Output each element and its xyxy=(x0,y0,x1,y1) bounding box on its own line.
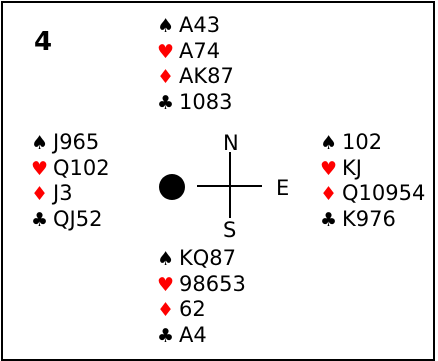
south-clubs: A4 xyxy=(179,322,207,347)
west-hearts-line: ♥Q102 xyxy=(31,156,110,182)
north-hearts-line: ♥A74 xyxy=(157,39,234,65)
north-spades-line: ♠A43 xyxy=(157,13,234,39)
heart-icon: ♥ xyxy=(31,157,49,180)
north-hand: ♠A43 ♥A74 ♦AK87 ♣1083 xyxy=(157,13,234,115)
west-hearts: Q102 xyxy=(53,155,110,180)
south-hand: ♠KQ87 ♥98653 ♦62 ♣A4 xyxy=(157,246,246,348)
club-icon: ♣ xyxy=(320,208,338,231)
north-clubs: 1083 xyxy=(179,89,233,114)
west-clubs-line: ♣QJ52 xyxy=(31,207,110,233)
spade-icon: ♠ xyxy=(157,248,175,270)
club-icon: ♣ xyxy=(157,91,175,114)
south-spades-line: ♠KQ87 xyxy=(157,246,246,272)
east-diamonds: Q10954 xyxy=(342,181,426,205)
south-hearts: 98653 xyxy=(179,271,246,296)
east-spades: 102 xyxy=(342,130,383,154)
west-spades: J965 xyxy=(53,130,100,154)
east-hearts-line: ♥KJ xyxy=(320,156,425,182)
club-icon: ♣ xyxy=(31,208,49,231)
north-clubs-line: ♣1083 xyxy=(157,90,234,116)
club-icon: ♣ xyxy=(157,324,175,347)
diamond-icon: ♦ xyxy=(157,299,175,321)
diamond-icon: ♦ xyxy=(31,183,49,205)
east-clubs-line: ♣K976 xyxy=(320,207,425,233)
compass-north-label: N xyxy=(223,131,239,155)
west-diamonds: J3 xyxy=(53,181,73,205)
east-clubs: K976 xyxy=(342,206,396,231)
west-spades-line: ♠J965 xyxy=(31,130,110,156)
diamond-icon: ♦ xyxy=(320,183,338,205)
north-hearts: A74 xyxy=(179,38,221,63)
compass-east-label: E xyxy=(276,176,290,200)
south-spades: KQ87 xyxy=(179,246,237,270)
dealer-dot-icon xyxy=(159,174,185,200)
east-hearts: KJ xyxy=(342,155,362,180)
north-spades: A43 xyxy=(179,13,221,37)
west-diamonds-line: ♦J3 xyxy=(31,181,110,207)
north-diamonds-line: ♦AK87 xyxy=(157,64,234,90)
spade-icon: ♠ xyxy=(320,132,338,154)
south-clubs-line: ♣A4 xyxy=(157,323,246,349)
compass-south-label: S xyxy=(223,218,237,242)
west-clubs: QJ52 xyxy=(53,206,103,231)
east-spades-line: ♠102 xyxy=(320,130,425,156)
north-diamonds: AK87 xyxy=(179,64,234,88)
south-diamonds-line: ♦62 xyxy=(157,297,246,323)
compass-vertical-line xyxy=(229,152,231,218)
heart-icon: ♥ xyxy=(320,157,338,180)
spade-icon: ♠ xyxy=(31,132,49,154)
east-hand: ♠102 ♥KJ ♦Q10954 ♣K976 xyxy=(320,130,425,232)
east-diamonds-line: ♦Q10954 xyxy=(320,181,425,207)
heart-icon: ♥ xyxy=(157,273,175,296)
diamond-icon: ♦ xyxy=(157,66,175,88)
spade-icon: ♠ xyxy=(157,15,175,37)
south-diamonds: 62 xyxy=(179,297,206,321)
heart-icon: ♥ xyxy=(157,40,175,63)
west-hand: ♠J965 ♥Q102 ♦J3 ♣QJ52 xyxy=(31,130,110,232)
south-hearts-line: ♥98653 xyxy=(157,272,246,298)
board-number: 4 xyxy=(34,27,53,57)
